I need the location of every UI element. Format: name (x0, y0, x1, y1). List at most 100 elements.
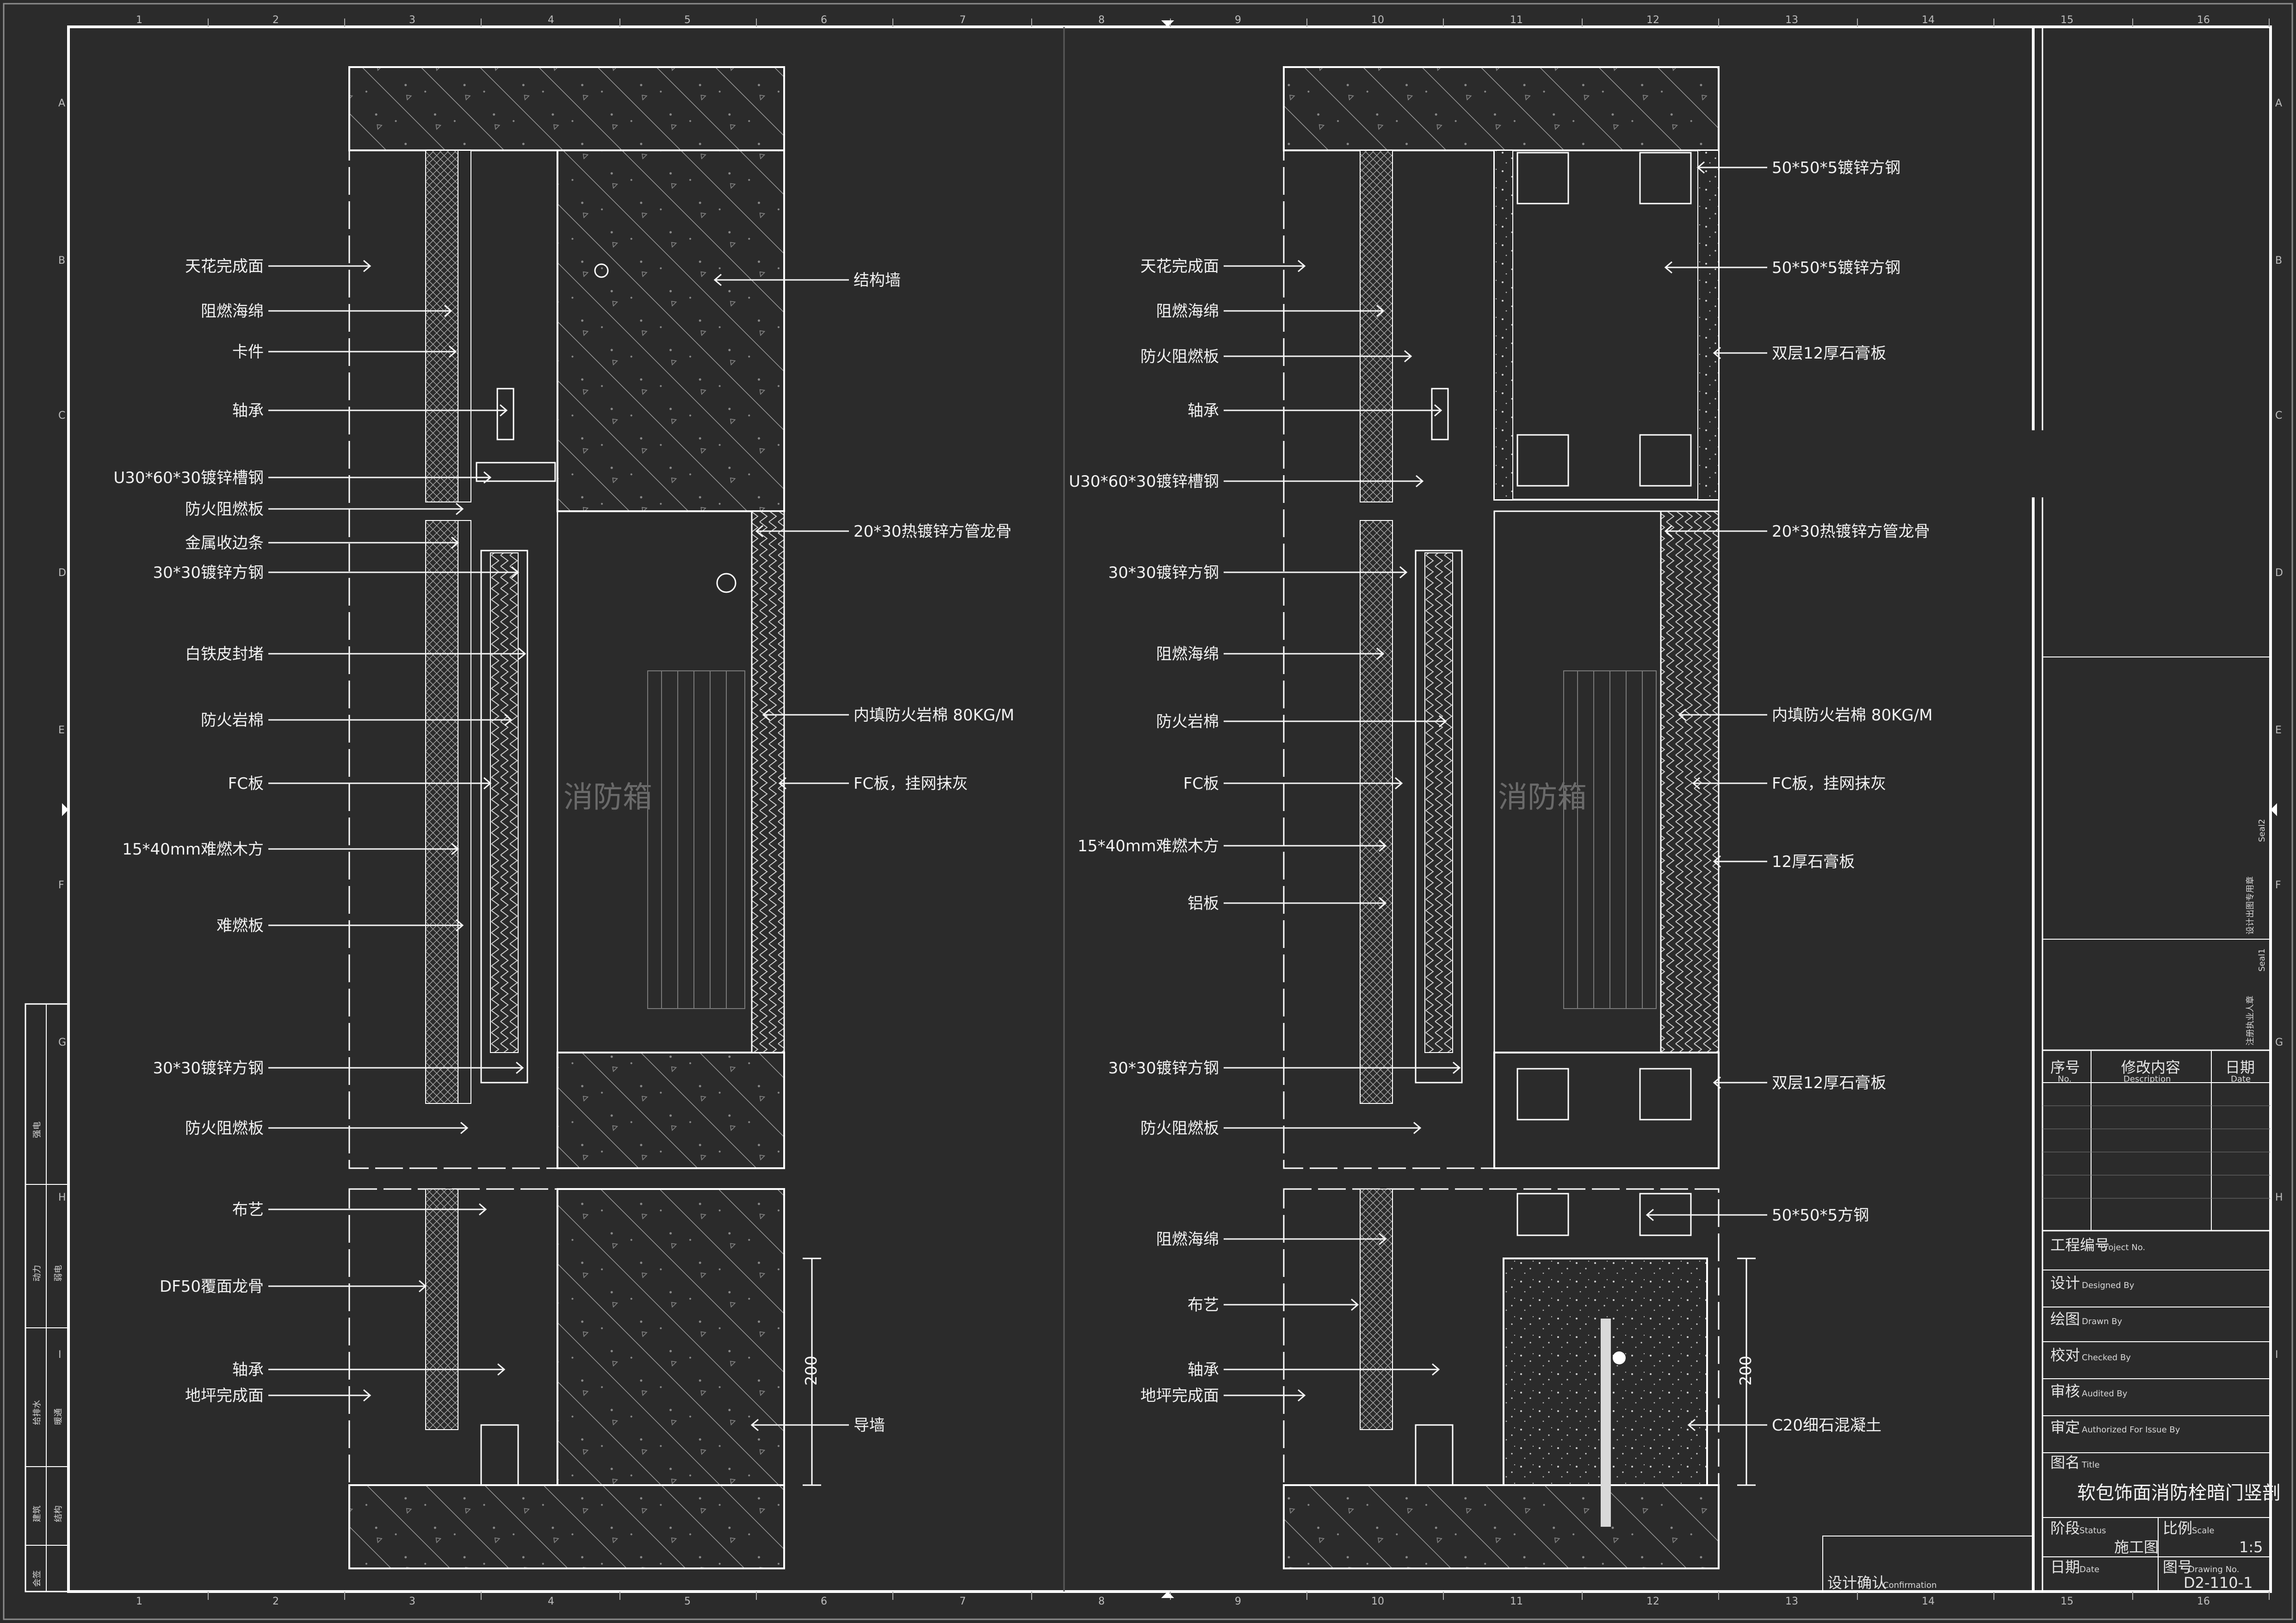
grid-row-E: E (58, 725, 65, 736)
center-mark-right (2271, 803, 2277, 816)
right-label-16: 轴承 (1188, 1361, 1219, 1379)
designed-by-cn: 设计 (2050, 1274, 2080, 1292)
left-label-14: 30*30镀锌方钢 (153, 1059, 264, 1078)
grid-col-6: 6 (821, 1596, 827, 1607)
gypsum-layer-upper (1494, 150, 1513, 500)
grid-col-7: 7 (959, 1596, 966, 1607)
grid-col-3: 3 (409, 14, 415, 26)
audited-by-cn: 审核 (2050, 1382, 2080, 1400)
title-block: Seal2 设计出图专用章 Seal1 注册执业人章 序号 No. 修改内容 D… (1822, 27, 2281, 1592)
left-label-18: 轴承 (232, 1361, 264, 1379)
drawing-title: 软包饰面消防栓暗门竖剖 (2077, 1482, 2281, 1504)
scale-value: 1:5 (2239, 1538, 2263, 1556)
left-label-arrow-10 (504, 713, 513, 726)
rock-wool-fill (1424, 552, 1453, 1053)
right-label-right-2: 50*50*5镀锌方钢 (1772, 259, 1900, 277)
right-label-arrow-14 (1379, 1233, 1387, 1245)
right-label-right-arrow-7 (1713, 855, 1721, 868)
grid-row-H: H (2275, 1192, 2283, 1203)
floor-slab (1283, 1484, 1720, 1569)
soft-panel-door (1360, 520, 1393, 1104)
grid-col-13: 13 (1785, 14, 1798, 26)
right-label-right-4: 20*30热镀锌方管龙骨 (1772, 522, 1930, 541)
right-section: 消防箱 200 天花完成面阻燃海绵防火阻燃板轴承U30*60*30镀锌槽钢30*… (1069, 66, 1933, 1569)
left-section: 消防箱 200 天花完成面阻燃海绵卡件轴承U30*60*30镀锌槽钢防火阻燃板金… (113, 66, 1015, 1569)
left-label-arrow-16 (479, 1203, 487, 1216)
scale-cn: 比例 (2163, 1519, 2192, 1537)
left-label-right-3: 内填防火岩棉 80KG/M (854, 706, 1015, 725)
square-steel-6 (1639, 1068, 1692, 1121)
left-labels-left: 天花完成面阻燃海绵卡件轴承U30*60*30镀锌槽钢防火阻燃板金属收边条30*3… (113, 257, 526, 1405)
left-label-17: DF50覆面龙骨 (160, 1277, 264, 1296)
soft-panel-door (425, 520, 458, 1104)
concrete-rebar (1601, 1319, 1611, 1527)
left-label-2: 阻燃海绵 (201, 302, 264, 321)
right-label-right-arrow-9 (1646, 1208, 1654, 1221)
seal1-text: 注册执业人章 (2246, 996, 2255, 1046)
grid-row-G: G (2275, 1037, 2283, 1048)
right-label-right-9: 50*50*5方钢 (1772, 1206, 1869, 1225)
square-steel-2 (1639, 152, 1692, 204)
right-label-8: 防火岩棉 (1156, 712, 1219, 731)
left-label-arrow-3 (449, 345, 457, 358)
revision-date-en: Date (2231, 1074, 2251, 1084)
left-label-6: 防火阻燃板 (185, 500, 264, 519)
grid-row-I: I (58, 1349, 62, 1361)
right-label-3: 防火阻燃板 (1140, 347, 1219, 366)
gypsum-frame-upper (1493, 149, 1720, 501)
right-label-right-arrow-8 (1713, 1076, 1721, 1089)
right-label-right-arrow-4 (1664, 525, 1672, 538)
left-label-16: 布艺 (232, 1201, 264, 1219)
soft-panel-lower (425, 1189, 458, 1430)
right-label-10: 15*40mm难燃木方 (1077, 837, 1219, 855)
right-labels-right: 50*50*5镀锌方钢50*50*5镀锌方钢双层12厚石膏板20*30热镀锌方管… (1646, 159, 1933, 1435)
drawn-by-cn: 绘图 (2050, 1310, 2080, 1328)
stamp-structure: 结构 (54, 1505, 63, 1522)
left-label-right-arrow-4 (778, 777, 786, 790)
left-label-arrow-15 (460, 1121, 469, 1134)
checked-by-cn: 校对 (2050, 1346, 2080, 1364)
right-label-right-arrow-6 (1692, 777, 1700, 790)
left-label-13: 难燃板 (217, 917, 264, 935)
right-label-arrow-3 (1404, 350, 1412, 363)
revision-desc-en: Description (2123, 1074, 2171, 1084)
left-label-15: 防火阻燃板 (185, 1119, 264, 1138)
project-no-cn: 工程编号 (2050, 1236, 2110, 1254)
stamp-water: 给排水 (32, 1400, 42, 1425)
grid-row-A: A (58, 98, 65, 109)
right-label-6: 30*30镀锌方钢 (1108, 564, 1219, 582)
right-label-14: 阻燃海绵 (1156, 1230, 1219, 1249)
grid-col-13: 13 (1785, 1596, 1798, 1607)
status-en: Status (2079, 1526, 2106, 1536)
grid-row-F: F (2275, 880, 2281, 891)
bearing-upper (496, 388, 514, 440)
title-en: Title (2081, 1460, 2100, 1470)
grid-row-C: C (2275, 410, 2282, 421)
left-label-3: 卡件 (232, 343, 264, 361)
bolt-mid (716, 573, 736, 593)
stamp-hvac: 暖通 (54, 1408, 63, 1425)
right-label-arrow-12 (1453, 1061, 1461, 1074)
grid-col-6: 6 (821, 14, 827, 26)
grid-col-11: 11 (1510, 1596, 1523, 1607)
grid-row-B: B (58, 255, 65, 266)
grid-row-F: F (58, 880, 64, 891)
soft-panel-lower (1360, 1189, 1393, 1430)
right-dimension-text: 200 (1737, 1356, 1755, 1386)
grid-row-A: A (2275, 98, 2282, 109)
cabinet-back-panel (751, 510, 785, 1053)
grid-col-16: 16 (2197, 1596, 2210, 1607)
left-ghost-label: 消防箱 (563, 781, 652, 815)
seal2-label: Seal2 (2257, 819, 2267, 842)
square-steel-7 (1516, 1193, 1569, 1236)
date-cn: 日期 (2050, 1558, 2080, 1576)
right-label-right-arrow-2 (1664, 261, 1672, 274)
left-label-11: FC板 (228, 774, 264, 793)
grid-col-14: 14 (1922, 14, 1935, 26)
right-label-arrow-17 (1298, 1389, 1306, 1402)
right-dimension-200 (1737, 1258, 1756, 1486)
right-label-right-6: FC板，挂网抹灰 (1772, 774, 1886, 793)
grid-col-10: 10 (1371, 1596, 1384, 1607)
grid-row-C: C (58, 410, 65, 421)
right-label-right-arrow-10 (1687, 1419, 1696, 1431)
